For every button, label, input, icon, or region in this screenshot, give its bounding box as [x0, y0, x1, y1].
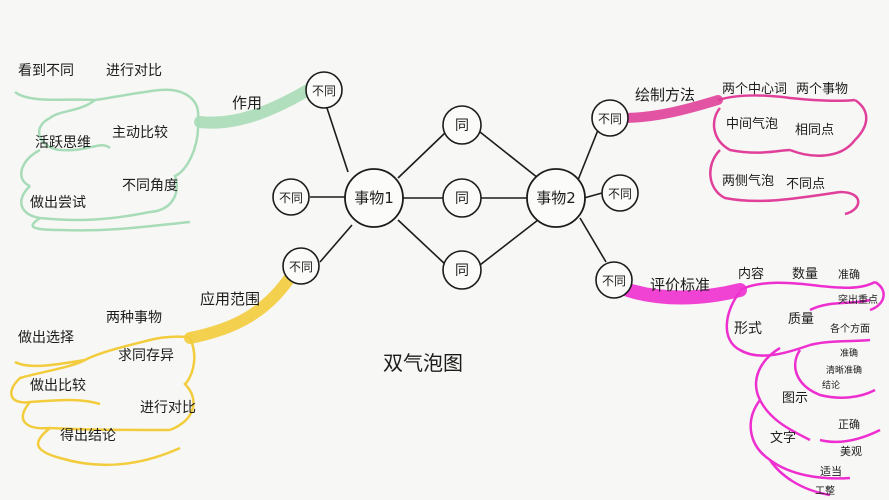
drawing-item: 相同点 [795, 123, 834, 138]
application-branch-highlight [184, 262, 302, 344]
topic-bubble-left: 事物1 [344, 168, 404, 228]
topic-left-label: 事物1 [354, 189, 394, 207]
purpose-item: 进行对比 [106, 63, 162, 79]
drawing-item: 两个中心词 [722, 82, 787, 97]
drawing-item: 两个事物 [796, 82, 848, 97]
application-item: 两种事物 [106, 310, 162, 326]
evaluation-item: 内容 [738, 266, 764, 282]
left-difference-bubble: 不同 [272, 178, 310, 216]
drawing-item: 不同点 [786, 177, 825, 192]
difference-label: 不同 [608, 187, 632, 201]
purpose-branch-highlight [194, 84, 314, 129]
application-item: 做出比较 [30, 378, 86, 394]
drawing-items: 两个中心词 两个事物 中间气泡 相同点 两侧气泡 不同点 [722, 82, 848, 192]
left-difference-bubble: 不同 [282, 247, 320, 285]
purpose-cloud [14, 88, 200, 232]
drawing-branch-label: 绘制方法 [635, 86, 695, 104]
right-difference-bubble: 不同 [591, 99, 629, 137]
purpose-item: 做出尝试 [30, 195, 86, 211]
evaluation-item: 工整 [815, 484, 835, 497]
application-item: 做出选择 [18, 330, 74, 346]
similarity-bubble: 同 [442, 250, 482, 290]
evaluation-item: 突出重点 [838, 293, 878, 306]
purpose-item: 不同角度 [122, 178, 178, 194]
topic-bubble-right: 事物2 [526, 168, 586, 228]
evaluation-item: 图示 [782, 391, 808, 406]
purpose-items: 看到不同 进行对比 活跃思维 主动比较 做出尝试 不同角度 [18, 63, 178, 211]
similarity-bubble: 同 [442, 178, 482, 218]
bubble-connectors [310, 104, 607, 266]
purpose-item: 主动比较 [112, 125, 168, 141]
difference-label: 不同 [598, 112, 622, 126]
drawing-item: 中间气泡 [726, 116, 778, 132]
similarity-bubble: 同 [442, 105, 482, 145]
evaluation-item: 清晰准确 [826, 364, 862, 376]
evaluation-branch-highlight [621, 283, 747, 305]
left-difference-bubble: 不同 [305, 71, 343, 109]
difference-label: 不同 [289, 260, 313, 274]
difference-label: 不同 [279, 191, 303, 205]
drawing-item: 两侧气泡 [722, 173, 774, 189]
application-item: 得出结论 [60, 427, 116, 444]
purpose-item: 看到不同 [18, 63, 74, 79]
evaluation-branch-label: 评价标准 [650, 276, 710, 294]
application-branch-label: 应用范围 [200, 290, 260, 308]
evaluation-item: 结论 [822, 379, 840, 391]
application-cloud [10, 335, 196, 467]
purpose-item: 活跃思维 [35, 135, 91, 151]
evaluation-item: 形式 [734, 321, 762, 337]
purpose-branch-label: 作用 [232, 94, 262, 112]
evaluation-item: 正确 [838, 418, 860, 431]
evaluation-item: 美观 [840, 445, 862, 458]
difference-label: 不同 [602, 274, 626, 288]
similarity-label: 同 [455, 191, 469, 207]
evaluation-item: 适当 [820, 464, 842, 478]
evaluation-item: 质量 [788, 312, 814, 327]
evaluation-item: 准确 [840, 347, 858, 359]
diagram-title: 双气泡图 [383, 351, 463, 375]
drawing-branch-highlight [617, 95, 723, 123]
similarity-label: 同 [455, 263, 469, 279]
application-item: 求同存异 [118, 348, 174, 364]
evaluation-items: 内容 数量 准确 突出重点 形式 质量 各个方面 准确 清晰准确 结论 图示 正… [734, 266, 878, 497]
difference-label: 不同 [312, 84, 336, 98]
evaluation-item: 各个方面 [830, 322, 870, 335]
evaluation-item: 准确 [838, 268, 860, 281]
right-difference-bubble: 不同 [595, 261, 633, 299]
application-items: 两种事物 做出选择 做出比较 求同存异 得出结论 进行对比 [18, 310, 196, 444]
evaluation-cloud [725, 280, 885, 497]
evaluation-item: 文字 [770, 431, 796, 446]
similarity-label: 同 [455, 118, 469, 134]
topic-right-label: 事物2 [536, 189, 576, 207]
right-difference-bubble: 不同 [601, 174, 639, 212]
evaluation-item: 数量 [792, 267, 818, 282]
drawing-cloud [709, 94, 868, 216]
application-item: 进行对比 [140, 400, 196, 416]
